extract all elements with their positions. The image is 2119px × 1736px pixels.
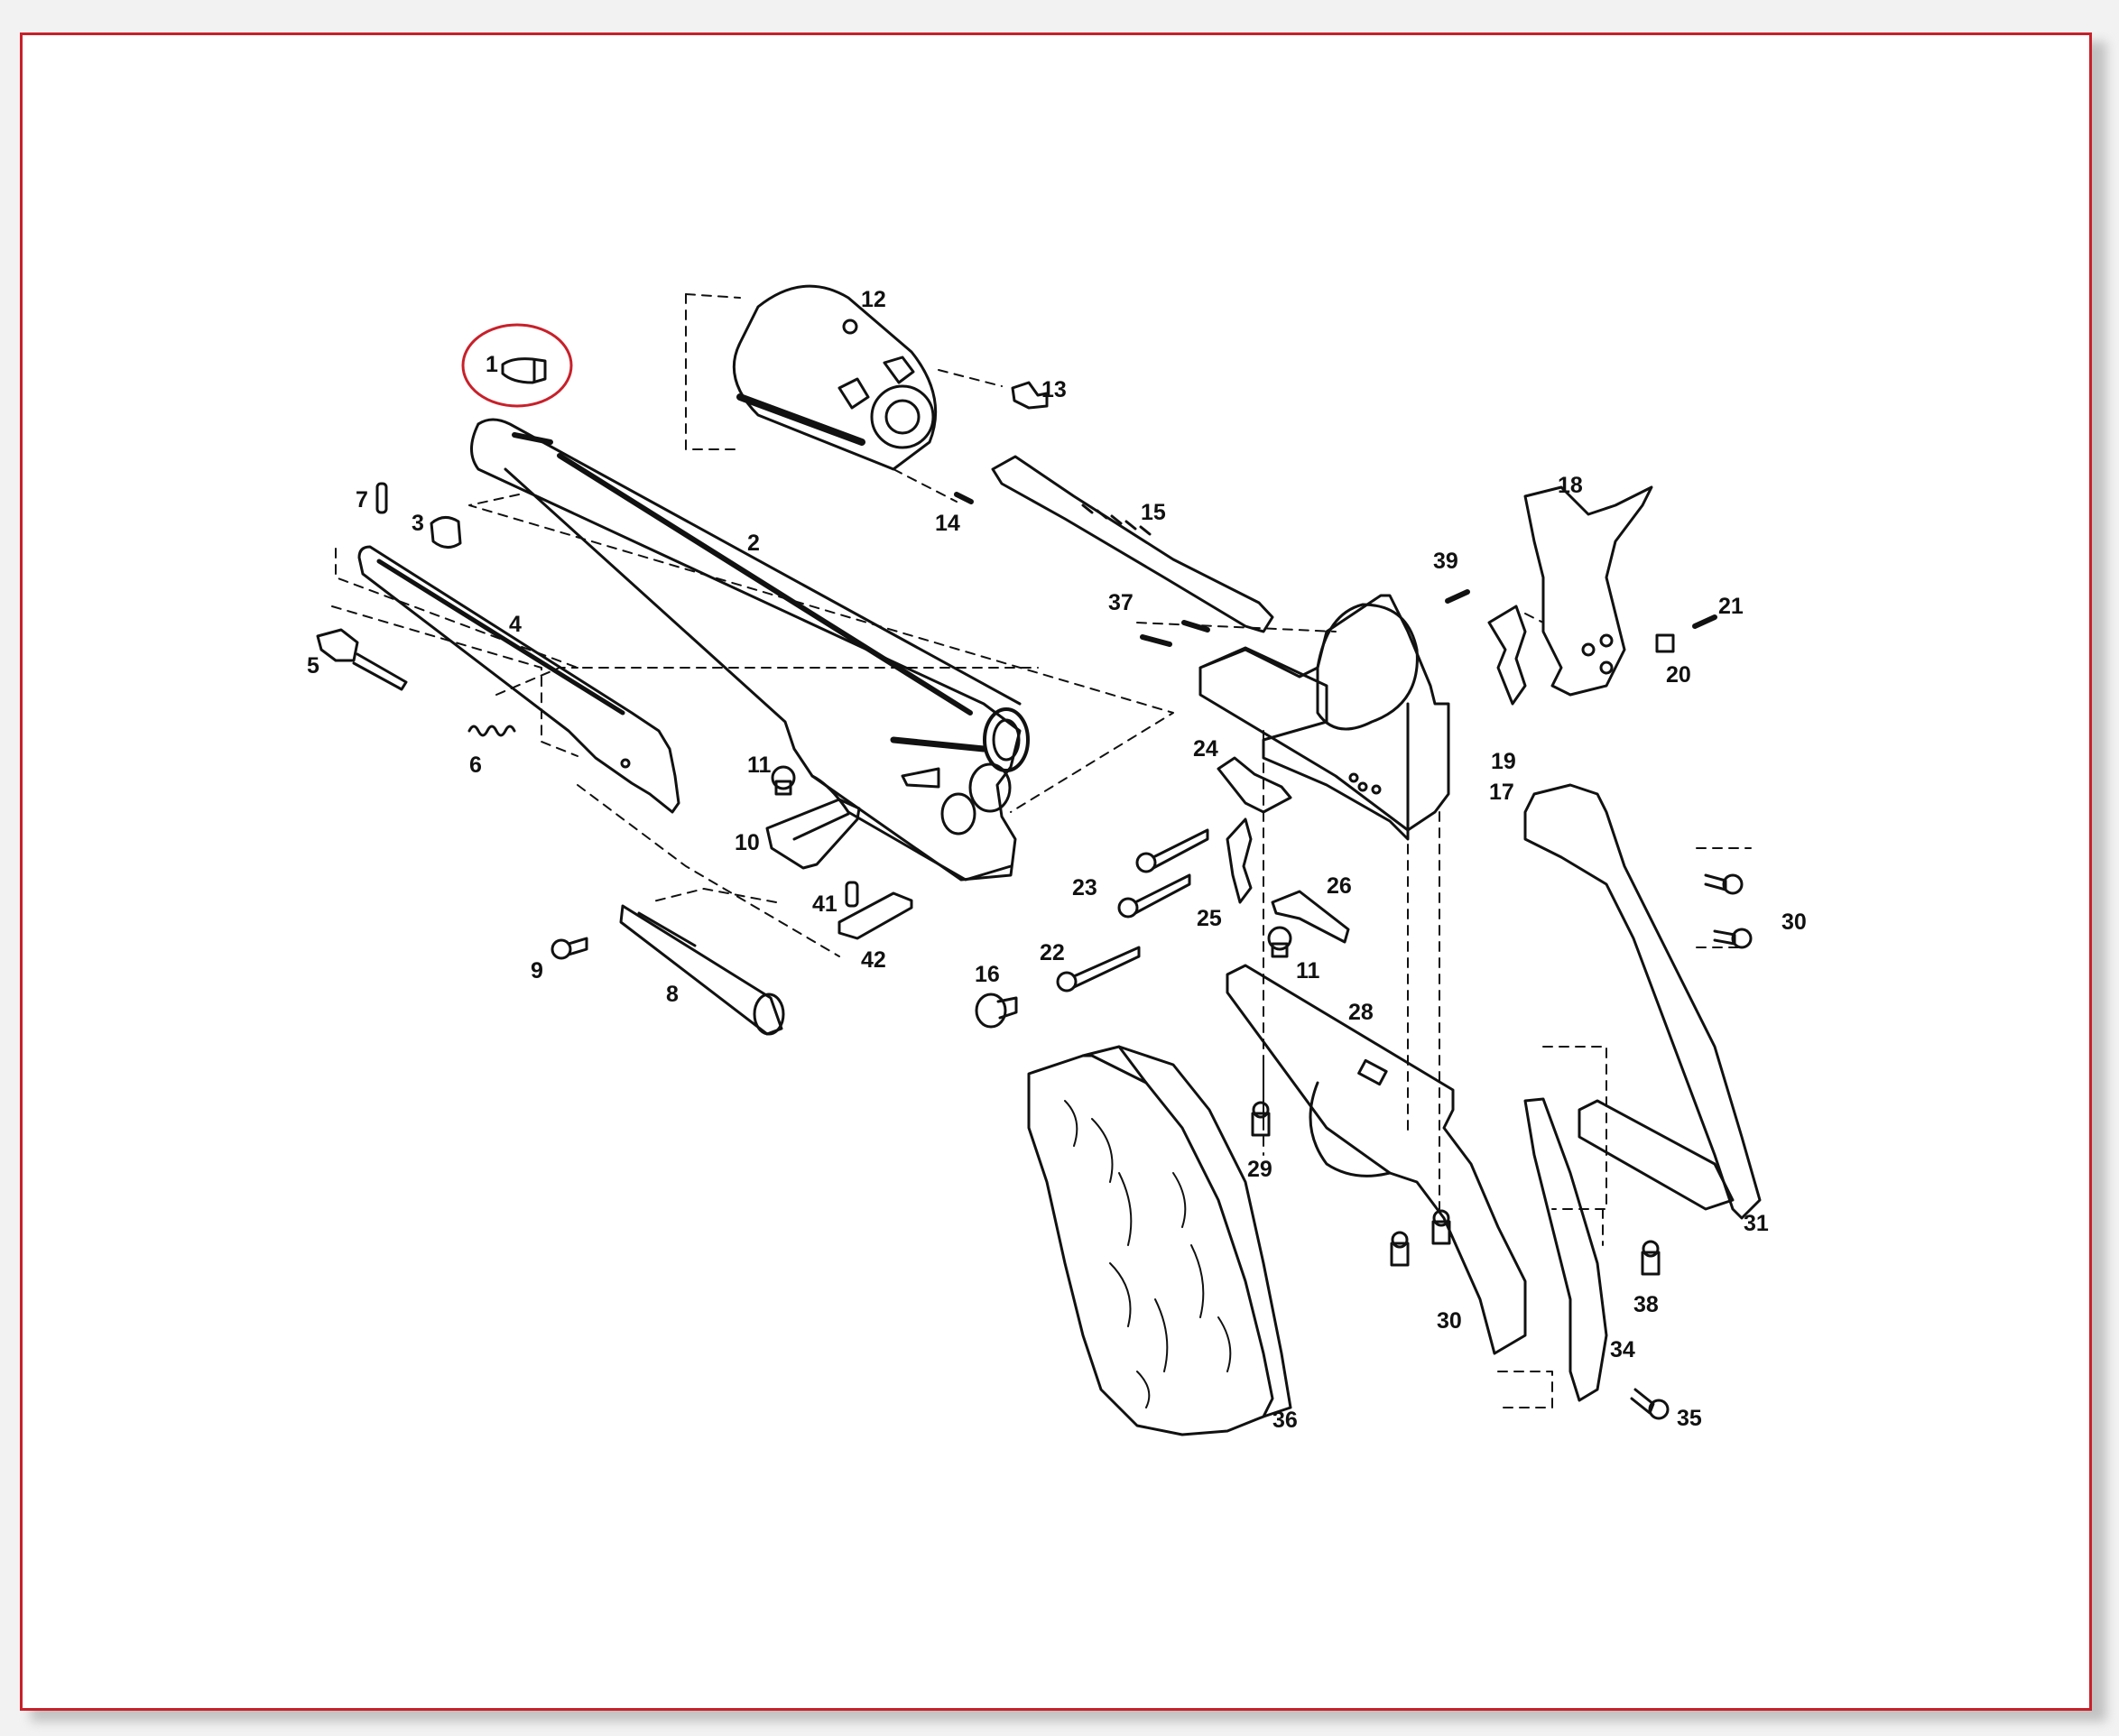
part-19-bolt [1487,605,1527,706]
label-4: 4 [509,612,522,637]
label-31: 31 [1744,1211,1769,1236]
label-19: 19 [1491,749,1516,774]
part-1-bullet [461,323,573,408]
part-16-screw [975,993,1018,1029]
label-22: 22 [1040,940,1065,965]
part-42 [837,891,913,940]
label-42: 42 [861,947,886,973]
part-9-screw [551,937,588,960]
part-12-cylinder [732,284,938,471]
part-39-pin [1445,589,1470,604]
label-12: 12 [861,287,886,312]
label-28: 28 [1348,1000,1374,1025]
label-6: 6 [469,753,482,778]
part-24-hand [1217,756,1292,814]
label-20: 20 [1666,662,1691,688]
part-29-screw [1251,1101,1271,1137]
label-2: 2 [747,531,760,556]
label-21: 21 [1718,594,1744,619]
part-15-arbor [991,455,1274,633]
part-34-strip [1523,1097,1608,1402]
label-1: 1 [486,352,498,377]
label-8: 8 [666,982,679,1007]
part-17-frame [1198,594,1450,841]
label-23: 23 [1072,875,1097,900]
part-11a-screw [771,765,796,796]
part-3 [430,516,462,549]
part-5 [316,628,408,691]
label-11a: 11 [747,753,772,778]
part-18-hammer [1523,485,1653,697]
part-30-screws-right [1704,873,1753,949]
label-13: 13 [1041,377,1067,402]
label-9: 9 [531,958,543,983]
label-35: 35 [1677,1406,1702,1431]
label-24: 24 [1193,736,1218,762]
label-10: 10 [735,830,760,855]
part-labels: 1 2 3 4 5 6 7 8 9 10 11 11 12 13 14 15 1… [307,287,1807,1433]
part-26-spring [1271,890,1350,944]
label-25: 25 [1197,906,1222,931]
label-15: 15 [1141,500,1166,525]
part-13-nipple [1011,381,1049,410]
part-11b-screw [1267,926,1292,958]
part-7-pin [375,482,388,514]
part-28-trigger-guard [1226,964,1527,1355]
part-37-pins [1140,620,1210,647]
label-37: 37 [1108,590,1134,615]
label-30b: 30 [1781,910,1807,935]
label-3: 3 [412,511,424,536]
part-36-grips [1027,1045,1292,1436]
label-34: 34 [1610,1337,1635,1362]
label-36: 36 [1272,1408,1298,1433]
part-22-screw [1056,946,1141,993]
label-14: 14 [935,511,960,536]
label-7: 7 [356,487,368,512]
label-41: 41 [812,891,837,917]
part-20-nut [1655,633,1675,653]
part-23-screws [1117,828,1209,919]
label-5: 5 [307,653,319,679]
label-11b: 11 [1296,958,1320,983]
part-41-pin [845,881,859,908]
part-10-wedge [765,798,861,870]
part-6-spring [467,725,516,737]
label-18: 18 [1558,473,1583,498]
label-38: 38 [1633,1292,1659,1317]
part-35-screw [1630,1388,1670,1420]
part-8-rod [619,904,785,1036]
label-39: 39 [1433,549,1458,574]
diagram-frame [20,32,2092,1711]
label-26: 26 [1327,873,1352,899]
part-21-pin [1692,614,1717,629]
part-14-pin [954,492,974,504]
part-38-screw [1641,1240,1661,1276]
part-4-lever [357,545,680,814]
part-25-trigger [1226,817,1253,904]
label-30a: 30 [1437,1308,1462,1334]
label-16: 16 [975,962,1000,987]
part-31-backstrap [1523,783,1762,1220]
part-30-screws-bottom [1390,1209,1451,1267]
part-2-barrel [470,418,1030,882]
label-29: 29 [1247,1157,1272,1182]
label-17: 17 [1489,780,1514,805]
guide-lines [331,293,1752,1408]
